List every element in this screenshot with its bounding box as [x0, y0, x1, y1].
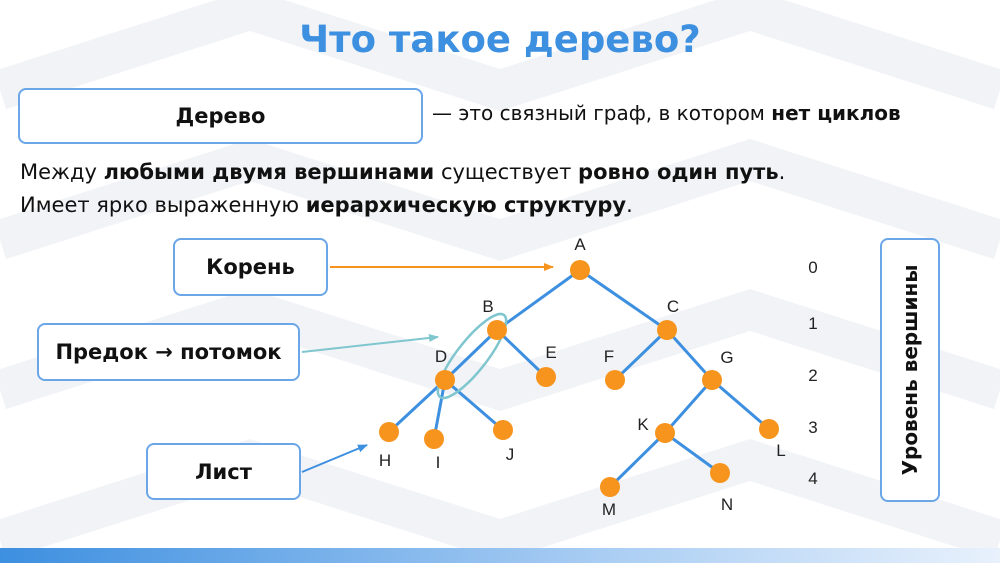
- tree-node-label-l: L: [776, 441, 785, 460]
- tree-node-a: [570, 260, 590, 280]
- tree-edge-c-g: [665, 328, 714, 382]
- description-line-1: Между любыми двумя вершинами существует …: [20, 156, 785, 189]
- definition-text-bold: нет циклов: [771, 101, 901, 125]
- tree-edge-k-n: [664, 431, 721, 475]
- level-number-4: 4: [808, 469, 817, 488]
- parent-child-arrow: [301, 334, 439, 353]
- tree-node-label-g: G: [720, 348, 733, 367]
- tree-node-f: [605, 370, 625, 390]
- line1-part1: Между: [20, 160, 104, 184]
- root-callout-label: Корень: [206, 255, 295, 279]
- tree-node-g: [702, 370, 722, 390]
- level-box-label: Уровень вершины: [898, 264, 922, 476]
- tree-node-label-j: J: [506, 445, 515, 464]
- definition-text: — это связный граф, в котором нет циклов: [432, 101, 901, 125]
- description-line-2: Имеет ярко выраженную иерархическую стру…: [20, 189, 785, 222]
- tree-node-label-b: B: [482, 297, 493, 316]
- definition-term-box: Дерево: [18, 88, 423, 144]
- tree-edge-a-c: [579, 268, 668, 332]
- definition-text-plain: — это связный граф, в котором: [432, 101, 772, 125]
- tree-edge-g-l: [711, 378, 770, 431]
- leaf-callout: Лист: [146, 443, 301, 500]
- tree-edge-d-j: [444, 378, 504, 432]
- parent-child-callout-label: Предок → потомок: [55, 340, 282, 364]
- line1-part3: .: [778, 160, 786, 184]
- line2-part1: Имеет ярко выраженную: [20, 193, 306, 217]
- leaf-callout-label: Лист: [195, 459, 252, 484]
- root-callout: Корень: [173, 238, 328, 296]
- level-number-0: 0: [808, 258, 817, 277]
- tree-node-label-d: D: [435, 347, 447, 366]
- line2-part2: .: [626, 193, 633, 217]
- tree-node-label-c: C: [667, 297, 679, 316]
- tree-edge-c-f: [613, 328, 669, 382]
- tree-node-i: [424, 429, 444, 449]
- tree-node-j: [493, 420, 513, 440]
- tree-node-label-m: M: [602, 500, 616, 519]
- tree-node-label-f: F: [604, 347, 614, 366]
- tree-node-label-h: H: [379, 451, 391, 470]
- tree-edge-k-m: [608, 431, 667, 489]
- tree-node-b: [487, 320, 507, 340]
- description: Между любыми двумя вершинами существует …: [20, 156, 785, 222]
- tree-node-e: [536, 367, 556, 387]
- parent-child-highlight: [436, 312, 508, 400]
- tree-node-n: [710, 463, 730, 483]
- tree-node-m: [600, 477, 620, 497]
- tree-edge-g-k: [663, 379, 714, 434]
- level-number-2: 2: [808, 366, 817, 385]
- tree-node-c: [657, 320, 677, 340]
- level-box: Уровень вершины: [880, 238, 940, 502]
- tree-node-label-k: K: [637, 415, 649, 434]
- tree-edge-d-i: [432, 379, 447, 440]
- parent-child-callout: Предок → потомок: [37, 323, 300, 381]
- bottom-accent-bar: [0, 548, 1000, 563]
- tree-node-l: [759, 419, 779, 439]
- tree-edge-b-d: [443, 328, 499, 382]
- tree-node-label-a: A: [574, 235, 586, 254]
- line1-bold1: любыми двумя вершинами: [103, 160, 435, 184]
- line1-bold2: ровно один путь: [578, 160, 779, 184]
- tree-edge-b-e: [495, 328, 548, 379]
- definition-term: Дерево: [175, 104, 266, 128]
- leaf-arrow: [301, 444, 368, 473]
- tree-node-h: [379, 422, 399, 442]
- tree-node-label-e: E: [545, 343, 556, 362]
- tree-edge-a-b: [496, 268, 581, 332]
- tree-edge-d-h: [387, 378, 447, 434]
- level-number-1: 1: [808, 314, 817, 333]
- tree-node-label-i: I: [436, 453, 441, 472]
- tree-node-d: [435, 370, 455, 390]
- line1-part2: существует: [434, 160, 579, 184]
- line2-bold1: иерархическую структуру: [305, 193, 627, 217]
- page-title: Что такое дерево?: [299, 18, 701, 61]
- level-number-3: 3: [808, 418, 817, 437]
- tree-node-label-n: N: [721, 495, 733, 514]
- tree-node-k: [655, 423, 675, 443]
